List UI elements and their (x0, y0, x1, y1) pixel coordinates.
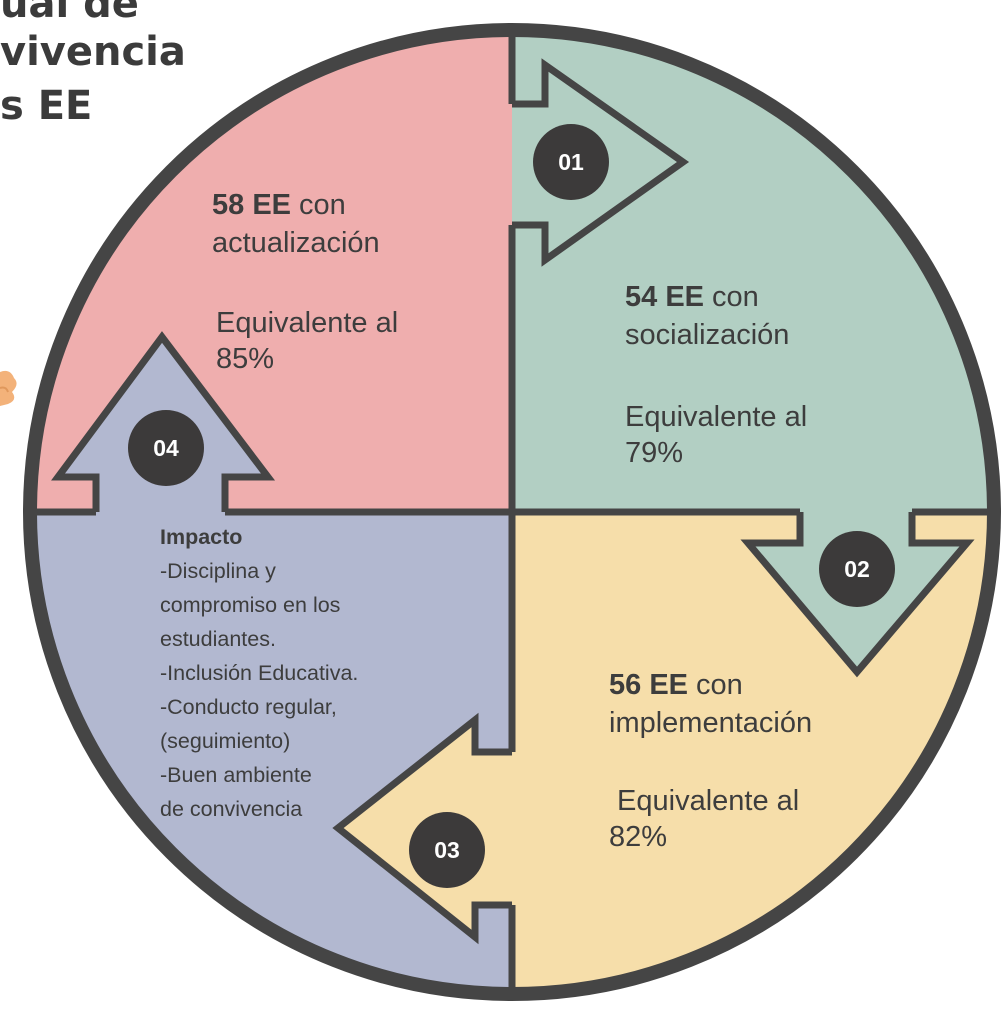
title-line-1: ual de (0, 0, 139, 27)
step-02-percent: 79% (625, 437, 684, 469)
step-02-equiv: Equivalente al (625, 401, 808, 433)
title-line-3: s EE (0, 83, 93, 129)
impacto-line-7: -Buen ambiente (160, 763, 312, 787)
step-03-con: con (688, 669, 743, 701)
step-03-equiv: Equivalente al (609, 785, 800, 817)
step-02-action: socialización (625, 319, 790, 351)
impacto-line-8: de convivencia (160, 797, 303, 821)
impacto-line-4: -Inclusión Educativa. (160, 661, 359, 685)
badge-01: 01 (533, 124, 609, 200)
step-02-count: 54 EE (625, 281, 704, 313)
step-02-label: 54 EE con (625, 280, 759, 314)
outer-ring (23, 23, 1001, 1001)
impacto-line-1: -Disciplina y (160, 559, 276, 583)
svg-text:04: 04 (153, 435, 179, 461)
impacto-line-2: compromiso en los (160, 593, 341, 617)
svg-text:01: 01 (558, 149, 584, 175)
decoration-icon (0, 370, 17, 406)
step-03-label: 56 EE con (609, 668, 743, 702)
step-01-label: 58 EE con (212, 188, 346, 222)
step-03-percent: 82% (609, 821, 668, 853)
step-01-action: actualización (212, 227, 380, 259)
step-02-con: con (704, 281, 759, 313)
svg-text:03: 03 (434, 837, 460, 863)
svg-text:02: 02 (844, 556, 870, 582)
step-01-equiv: Equivalente al (216, 307, 399, 339)
step-03-action: implementación (609, 707, 813, 739)
step-01-count: 58 EE (212, 189, 291, 221)
impacto-heading: Impacto (160, 525, 243, 549)
badge-03: 03 (409, 812, 485, 888)
step-01-con: con (291, 189, 346, 221)
impacto-line-5: -Conducto regular, (160, 695, 337, 719)
impacto-line-6: (seguimiento) (160, 729, 291, 753)
step-01-percent: 85% (216, 343, 275, 375)
badge-02: 02 (819, 531, 895, 607)
impacto-line-3: estudiantes. (160, 627, 276, 651)
step-03-count: 56 EE (609, 669, 688, 701)
badge-04: 04 (128, 410, 204, 486)
title-line-2: vivencia (0, 29, 186, 75)
